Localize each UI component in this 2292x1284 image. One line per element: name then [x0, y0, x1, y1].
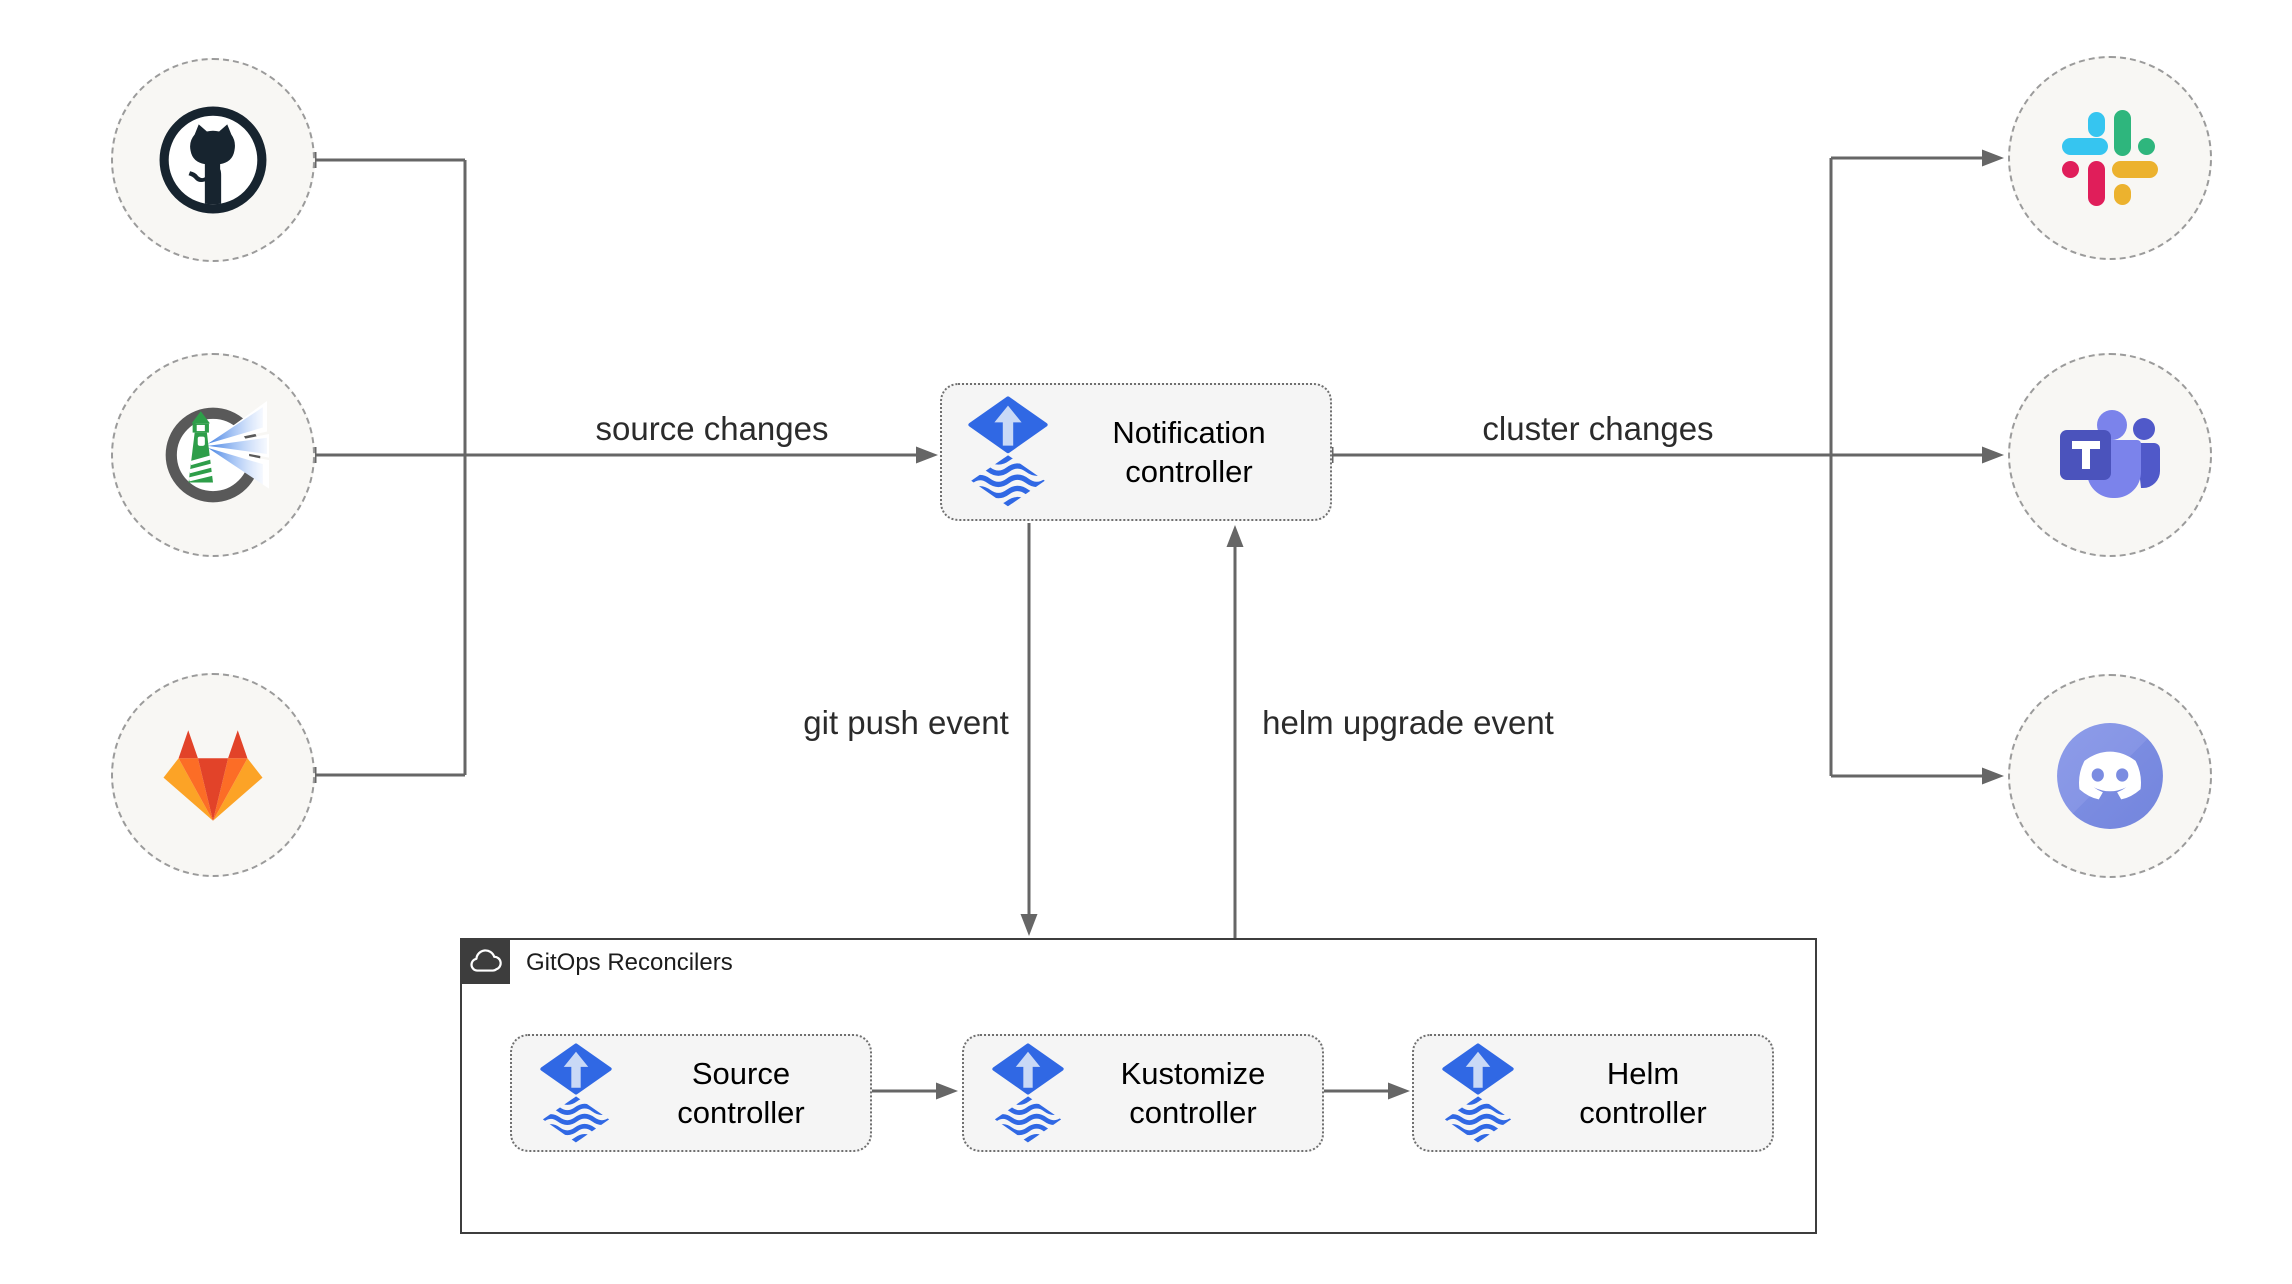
flux-icon: [540, 1042, 612, 1142]
notification-controller-node: Notification controller: [940, 383, 1332, 521]
harbor-icon: [165, 401, 269, 503]
source-controller-node: Source controller: [510, 1034, 872, 1152]
helm-controller-label: Helm controller: [1579, 1055, 1707, 1130]
arrowhead-into-notifier: [916, 446, 938, 464]
discord-icon: [2057, 723, 2163, 829]
edge-label-git-push-event: git push event: [803, 704, 1009, 741]
teams-icon: [2060, 410, 2160, 498]
arrowhead-into-kustomize: [936, 1082, 958, 1100]
target-node-slack: [2008, 56, 2212, 260]
flux-icon: [992, 1042, 1064, 1142]
helm-controller-node: Helm controller: [1412, 1034, 1774, 1152]
gitops-reconcilers-group: GitOps Reconcilers Source controller: [460, 938, 1817, 1234]
source-node-gitlab: [111, 673, 315, 877]
arrowhead-git-push: [1020, 914, 1038, 936]
source-node-harbor: [111, 353, 315, 557]
edge-label-helm-upgrade-event: helm upgrade event: [1262, 704, 1554, 741]
kustomize-controller-node: Kustomize controller: [962, 1034, 1324, 1152]
arrowhead-into-slack: [1982, 149, 2004, 167]
flux-icon: [968, 396, 1048, 507]
flux-icon: [1442, 1042, 1514, 1142]
kustomize-controller-label: Kustomize controller: [1120, 1055, 1266, 1130]
edge-label-cluster-changes: cluster changes: [1482, 410, 1714, 447]
source-node-github: [111, 58, 315, 262]
target-node-discord: [2008, 674, 2212, 878]
slack-icon: [2062, 110, 2158, 206]
github-icon: [159, 106, 267, 214]
edge-label-source-changes: source changes: [595, 410, 829, 447]
source-controller-label: Source controller: [677, 1055, 805, 1130]
notification-controller-label: Notification controller: [1112, 414, 1266, 489]
gitops-reconcilers-badge: [460, 938, 510, 984]
arrowhead-helm-upgrade: [1226, 525, 1244, 547]
arrowhead-into-discord: [1982, 767, 2004, 785]
arrowhead-into-helm: [1388, 1082, 1410, 1100]
target-node-teams: [2008, 353, 2212, 557]
cloud-icon: [470, 949, 502, 972]
gitlab-icon: [163, 729, 263, 821]
gitops-reconcilers-title: GitOps Reconcilers: [526, 949, 733, 976]
arrowhead-into-teams: [1982, 446, 2004, 464]
